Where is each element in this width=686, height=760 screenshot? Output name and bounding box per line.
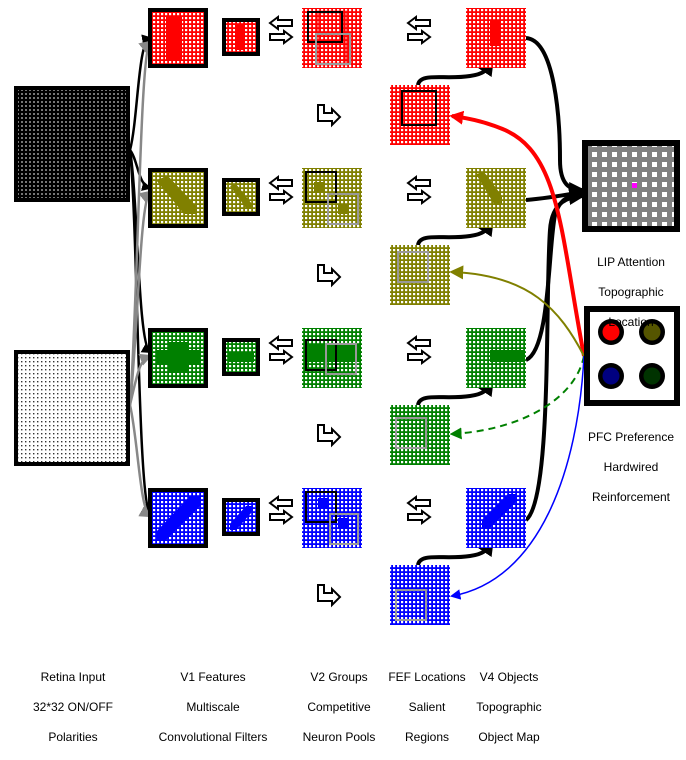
lip-label: LIP Attention Topographic Location [566, 240, 686, 345]
v1-label-line1: V1 Features [180, 670, 246, 684]
v1-green-small-map [222, 338, 260, 376]
v1-label-line3: Convolutional Filters [158, 730, 268, 744]
v1-green-map [148, 328, 208, 388]
v1-label: V1 Features Multiscale Convolutional Fil… [148, 655, 278, 760]
pfc-label: PFC Preference Hardwired Reinforcement [566, 415, 686, 520]
v2-olive-map [302, 168, 362, 228]
v4-green-map [466, 328, 526, 388]
fef-label-line1: FEF Locations [388, 670, 466, 684]
pfc-preference-panel [584, 306, 680, 406]
v1-red-small-map [222, 18, 260, 56]
retina-label: Retina Input 32*32 ON/OFF Polarities [8, 655, 138, 760]
v4-label-line3: Object Map [478, 730, 540, 744]
fef-olive-map [390, 245, 450, 305]
v1-olive-small-map [222, 178, 260, 216]
pfc-to-fef-connections [449, 110, 586, 600]
pfc-label-line3: Reinforcement [591, 490, 671, 504]
lip-attention-map [582, 140, 680, 232]
retina-label-line2: 32*32 ON/OFF [32, 700, 114, 714]
retina-label-line3: Polarities [48, 730, 98, 744]
v2-fef-hook-arrows [317, 104, 342, 608]
v4-blue-map [466, 488, 526, 548]
v4-label-line1: V4 Objects [479, 670, 539, 684]
retina-off-map [14, 86, 130, 202]
fef-green-map [390, 405, 450, 465]
pfc-label-line1: PFC Preference [587, 430, 675, 444]
retina-on-map [14, 350, 130, 466]
architecture-diagram [14, 8, 680, 625]
v1-label-line2: Multiscale [186, 700, 240, 714]
lip-label-line3: Location [608, 315, 654, 329]
v4-olive-map [466, 168, 526, 228]
retina-to-v1-connections [128, 34, 153, 518]
v2-green-map [302, 328, 362, 388]
v2-label-line1: V2 Groups [310, 670, 368, 684]
lip-label-line1: LIP Attention [597, 255, 665, 269]
v4-to-lip-connections [524, 36, 586, 522]
v1-olive-map [148, 168, 208, 228]
fef-red-map [390, 85, 450, 145]
v1-blue-map [148, 488, 208, 548]
v4-red-map [466, 8, 526, 68]
v4-label-line2: Topographic [476, 700, 542, 714]
retina-label-line1: Retina Input [40, 670, 106, 684]
v2-blue-map [302, 488, 362, 548]
v1-v2-hollow-arrows [268, 15, 294, 525]
v2-red-map [302, 8, 362, 68]
lip-label-line2: Topographic [598, 285, 664, 299]
v4-label: V4 Objects Topographic Object Map [444, 655, 574, 760]
v1-red-map [148, 8, 208, 68]
v2-v4-hollow-arrows [406, 15, 432, 525]
pfc-label-line2: Hardwired [603, 460, 659, 474]
v1-blue-small-map [222, 498, 260, 536]
fef-blue-map [390, 565, 450, 625]
lip-attention-dot [632, 183, 637, 188]
